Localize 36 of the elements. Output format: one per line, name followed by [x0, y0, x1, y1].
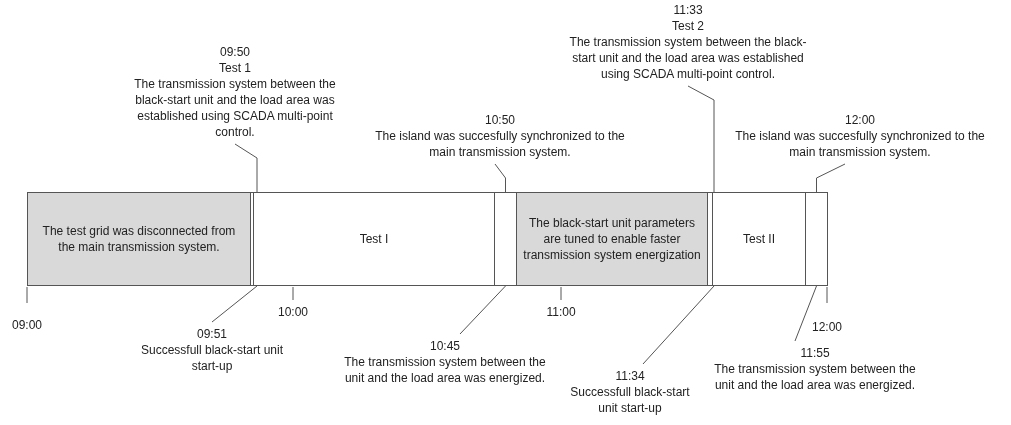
test-period-segment: Test II	[712, 192, 806, 286]
event-description: The transmission system between the unit and the load area was energized.	[343, 354, 547, 386]
leader-line	[494, 163, 506, 193]
event-description: The transmission system between the black-start unit and the load area was established using SCADA multi-point control.	[133, 76, 337, 140]
leader-line	[794, 285, 817, 342]
event-description: The transmission system between the black-start unit and the load area was established using SCADA multi-point control.	[568, 34, 808, 82]
event-description: The transmission system between the unit and the load area was energized.	[713, 361, 917, 393]
time-label: 11:00	[546, 305, 576, 319]
test-title: Test 1	[219, 60, 251, 76]
leader-line	[234, 143, 258, 193]
event-description: Successfull black-start unit start-up	[569, 384, 691, 416]
leader-line	[687, 85, 715, 193]
test-title: Test 2	[672, 18, 704, 34]
leader-line	[642, 285, 715, 365]
timestamp: 10:45	[430, 338, 460, 354]
timeline-segment	[805, 192, 828, 286]
timestamp: 12:00	[845, 112, 875, 128]
time-label: 10:00	[278, 305, 308, 319]
timestamp: 09:51	[197, 326, 227, 342]
timestamp: 11:33	[673, 2, 703, 18]
timestamp: 11:55	[800, 345, 830, 361]
test-period-segment: Test I	[253, 192, 495, 286]
leader-line	[459, 285, 506, 335]
event-description: The island was succesfully synchronized to the main transmission system.	[734, 128, 986, 160]
activity-segment: The black-start unit parameters are tuned to enable faster transmission system energization	[516, 192, 708, 286]
leader-line	[816, 163, 846, 193]
timestamp: 10:50	[485, 112, 515, 128]
event-description: Successfull black-start unit start-up	[139, 342, 285, 374]
timestamp: 11:34	[615, 368, 645, 384]
timestamp: 09:50	[220, 44, 250, 60]
activity-segment: The test grid was disconnected from the main transmission system.	[27, 192, 251, 286]
time-label: 09:00	[12, 318, 42, 332]
leader-line	[211, 285, 258, 323]
event-description: The island was succesfully synchronized to the main transmission system.	[374, 128, 626, 160]
time-label: 12:00	[812, 320, 842, 334]
timeline-segment	[494, 192, 517, 286]
